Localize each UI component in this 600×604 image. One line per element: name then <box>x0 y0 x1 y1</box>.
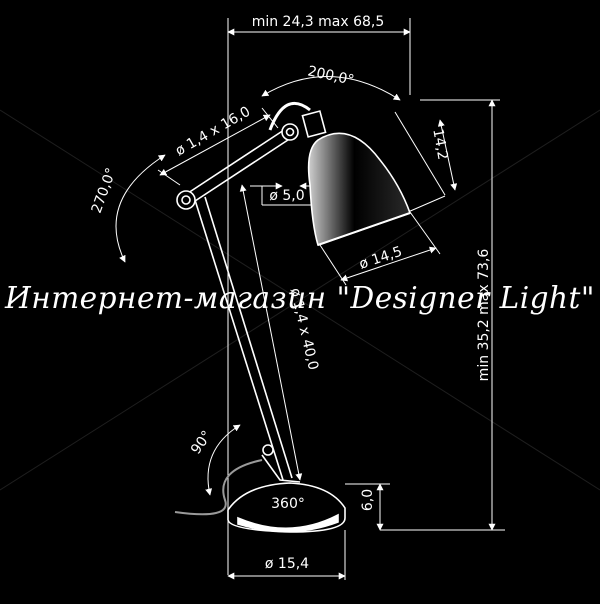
lamp-base <box>227 482 346 533</box>
arm-rotation-label: 270,0° <box>89 166 120 216</box>
elbow-joint <box>176 190 196 210</box>
lamp-arm <box>184 127 288 196</box>
power-cable <box>174 459 263 516</box>
lamp-body <box>174 101 412 533</box>
total-height-label: min 35,2 max 73,6 <box>476 249 492 382</box>
top-width-label: min 24,3 max 68,5 <box>252 14 385 30</box>
shade-height-label: 14,2 <box>429 128 450 161</box>
lamp-shade <box>307 132 412 247</box>
arm-tube-label: ø 1,4 x 16,0 <box>173 104 253 160</box>
base-tilt-label: 90° <box>188 428 215 458</box>
head-joint <box>281 123 299 141</box>
store-watermark: Интернет-магазин "Designer Light" <box>4 281 595 316</box>
lamp-stem <box>194 199 284 481</box>
base-diameter-label: ø 15,4 <box>265 556 309 572</box>
head-rotation-label: 200,0° <box>306 63 355 88</box>
socket-diameter-label: ø 5,0 <box>269 188 304 204</box>
base-height-label: 6,0 <box>360 489 376 511</box>
shade-diameter-label: ø 14,5 <box>357 244 404 273</box>
base-rotation-label: 360° <box>271 496 305 512</box>
